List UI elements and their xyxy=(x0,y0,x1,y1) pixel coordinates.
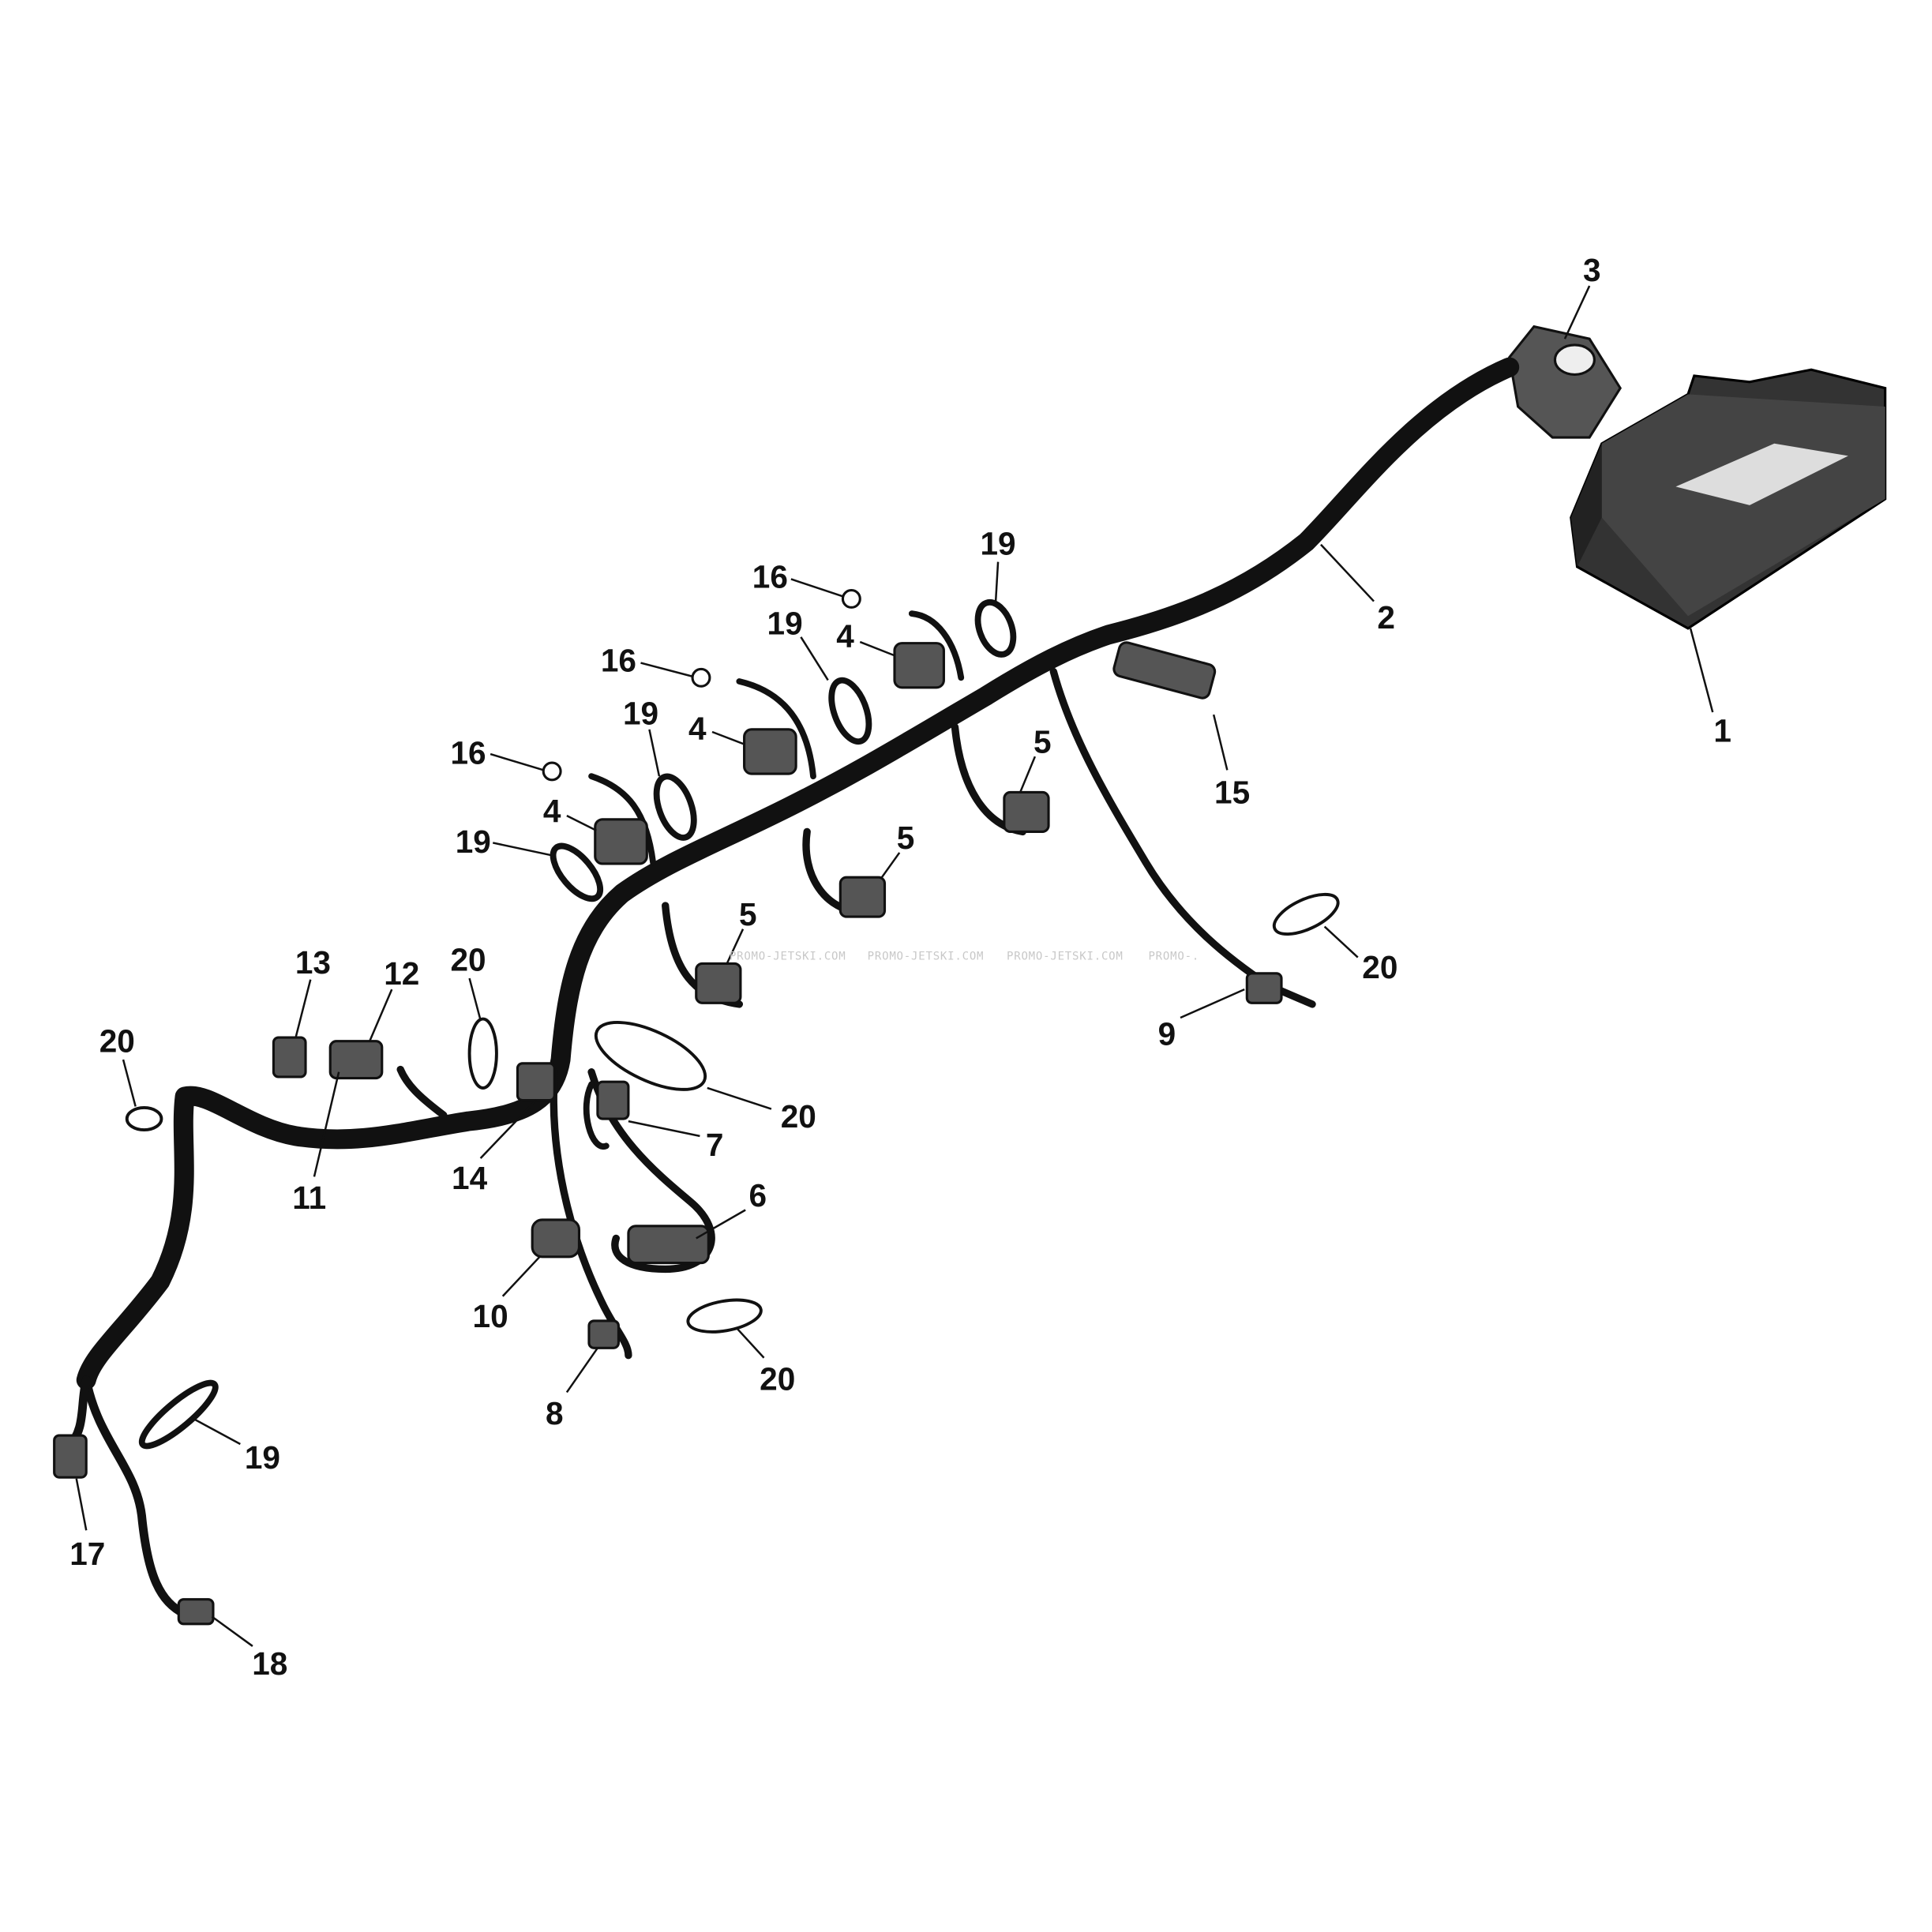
callout-4: 4 xyxy=(543,793,561,829)
callout-20: 20 xyxy=(450,942,486,978)
callout-6: 6 xyxy=(748,1177,767,1214)
watermark-text: PROMO-JETSKI.COM xyxy=(868,951,985,963)
callout-19: 19 xyxy=(981,525,1016,561)
callout-18: 18 xyxy=(252,1645,287,1682)
callout-12: 12 xyxy=(384,955,419,992)
watermark-text: PROMO-JETSKI.COM xyxy=(730,951,846,963)
callout-14: 14 xyxy=(452,1160,488,1196)
callout-19: 19 xyxy=(245,1439,280,1476)
callout-15: 15 xyxy=(1214,775,1250,811)
callout-11: 11 xyxy=(292,1180,326,1216)
harness-trunk xyxy=(63,357,1520,1619)
callout-16: 16 xyxy=(601,643,636,679)
callout-7: 7 xyxy=(706,1127,724,1163)
callout-5: 5 xyxy=(897,820,915,856)
main-connector xyxy=(1508,325,1623,439)
ties-and-clamps xyxy=(125,598,1340,1450)
watermark: PROMO-JETSKI.COM PROMO-JETSKI.COM PROMO-… xyxy=(730,951,1199,963)
callout-3: 3 xyxy=(1583,252,1601,288)
callout-20: 20 xyxy=(1362,949,1397,985)
ecu-module xyxy=(1570,368,1887,630)
callout-20: 20 xyxy=(760,1360,795,1397)
callout-2: 2 xyxy=(1377,599,1395,636)
callout-10: 10 xyxy=(473,1298,508,1334)
callout-19: 19 xyxy=(623,696,658,732)
callout-17: 17 xyxy=(69,1536,105,1572)
callout-16: 16 xyxy=(450,735,486,771)
callout-labels: 3 2 1 15 19 16 19 4 16 19 4 16 4 19 5 5 … xyxy=(69,252,1731,1682)
callout-13: 13 xyxy=(295,944,331,981)
leader-lines xyxy=(75,285,1714,1647)
watermark-text: PROMO-. xyxy=(1148,951,1199,963)
callout-1: 1 xyxy=(1713,712,1731,748)
callout-5: 5 xyxy=(1034,724,1052,760)
callout-20: 20 xyxy=(781,1098,816,1135)
callout-4: 4 xyxy=(836,617,854,654)
callout-19: 19 xyxy=(767,606,803,642)
callout-9: 9 xyxy=(1158,1015,1176,1052)
callout-19: 19 xyxy=(456,823,491,860)
connectors xyxy=(53,588,1283,1626)
callout-4: 4 xyxy=(688,710,707,746)
callout-5: 5 xyxy=(739,896,757,932)
callout-16: 16 xyxy=(752,558,788,595)
callout-8: 8 xyxy=(546,1395,564,1431)
watermark-text: PROMO-JETSKI.COM xyxy=(1007,951,1124,963)
callout-20: 20 xyxy=(99,1023,135,1060)
